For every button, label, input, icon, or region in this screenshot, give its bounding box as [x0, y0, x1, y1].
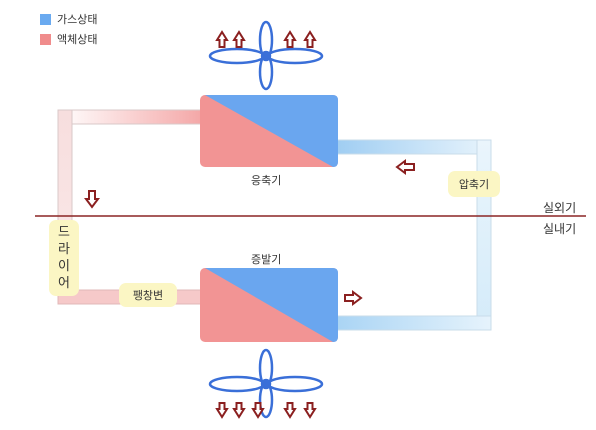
compressor-tag: 압축기	[448, 171, 500, 197]
indoor-unit-label: 실내기	[543, 222, 577, 236]
dryer-char: 어	[58, 276, 70, 291]
legend-liquid: 액체상태	[40, 31, 97, 47]
condenser-unit	[200, 95, 338, 167]
airflow-up-arrows	[215, 30, 317, 48]
dryer-char: 이	[58, 259, 70, 274]
gas-swatch	[40, 13, 51, 25]
legend-gas: 가스상태	[40, 11, 97, 27]
airflow-down-arrows	[215, 402, 317, 419]
legend-gas-label: 가스상태	[57, 13, 98, 26]
evaporator-unit	[200, 268, 338, 342]
evaporator-label: 증발기	[251, 253, 282, 266]
legend-liquid-label: 액체상태	[57, 33, 98, 46]
dryer-tag: 드 라 이 어	[49, 220, 79, 296]
expansion-valve-label: 팽창변	[132, 289, 164, 302]
flow-arrows	[84, 159, 415, 306]
dryer-char: 라	[58, 242, 70, 257]
flow-arrow-down	[84, 190, 100, 209]
top-fan	[208, 20, 324, 91]
compressor-label: 압축기	[458, 178, 490, 191]
liquid-swatch	[40, 33, 51, 45]
bottom-fan	[208, 348, 324, 419]
flow-arrow-right	[344, 290, 363, 306]
expansion-valve-tag: 팽창변	[119, 283, 177, 307]
dryer-char: 드	[58, 225, 70, 240]
flow-arrow-left	[395, 159, 415, 175]
condenser-label: 응축기	[251, 174, 282, 187]
outdoor-unit-label: 실외기	[543, 201, 577, 215]
